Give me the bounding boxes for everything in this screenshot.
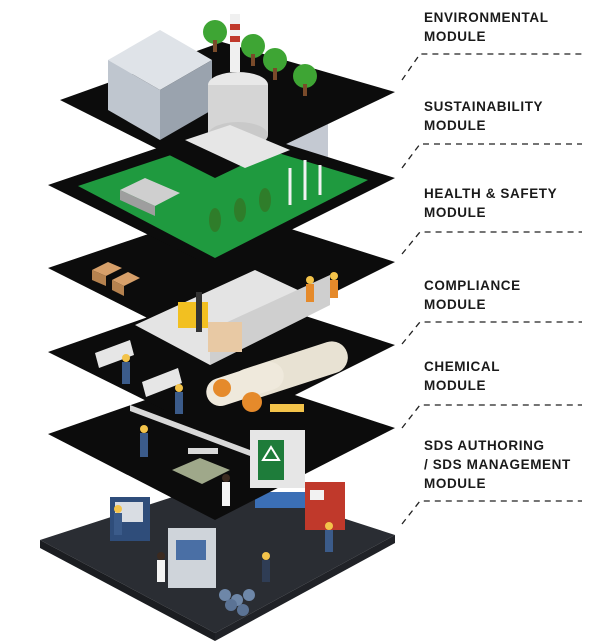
leader-line-health-safety [401,231,582,255]
worker-icon [114,505,333,582]
factory-icon [108,14,290,168]
module-label-line: MODULE [424,29,487,44]
leader-line-chemical [401,404,582,429]
worker-icon [140,425,230,506]
label-sds-module: SDS AUTHORING / SDS MANAGEMENT MODULE [424,436,571,493]
trucks [95,340,182,397]
leader-line-compliance [401,321,582,345]
worker-icon [122,354,183,414]
module-label-line: SUSTAINABILITY [424,99,544,114]
layer-environmental [60,14,395,178]
layer-sds-authoring [40,480,395,641]
module-label-line: MODULE [424,118,487,133]
layer-compliance [48,290,395,456]
label-chemical-module: CHEMICAL MODULE [424,357,500,395]
forklift-icon [178,292,242,352]
module-label-line: MODULE [424,297,487,312]
label-health-safety-module: HEALTH & SAFETY MODULE [424,184,557,222]
tree-icon [209,188,271,232]
cardboard-boxes [92,262,140,296]
module-label-line: HEALTH & SAFETY [424,186,558,201]
leader-line-sustainability [401,143,582,169]
module-label-line: MODULE [424,476,487,491]
worker-icon [306,272,338,302]
module-label-line: MODULE [424,378,487,393]
module-label-line: CHEMICAL [424,359,501,374]
safety-cones [270,404,304,412]
module-label-line: COMPLIANCE [424,278,521,293]
label-compliance-module: COMPLIANCE MODULE [424,276,521,314]
weigh-station [172,448,230,484]
recycling-logo-icon [250,430,305,488]
tree-icon [203,20,317,96]
tank-icon [206,341,348,412]
module-label-line: SDS AUTHORING [424,438,545,453]
leader-line-sds [401,500,582,525]
greenhouse-building [120,178,180,216]
layer-sustainability [48,125,395,268]
machine-icon [110,482,345,588]
label-environmental-module: ENVIRONMENTAL MODULE [424,8,549,46]
leader-lines [401,53,582,525]
module-label-line: ENVIRONMENTAL [424,10,549,25]
chemical-drums [219,589,255,616]
wind-turbine-icon [288,160,322,205]
leader-line-environmental [401,53,582,81]
module-label-line: / SDS MANAGEMENT [424,457,571,472]
module-label-line: MODULE [424,205,487,220]
barrier-rail [130,405,250,456]
label-sustainability-module: SUSTAINABILITY MODULE [424,97,543,135]
